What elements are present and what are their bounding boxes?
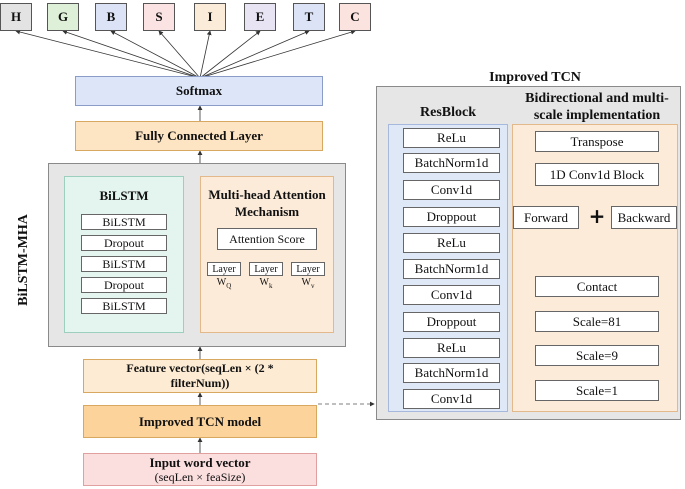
sum-plus-symbol: + [588,204,606,228]
output-label-0: H [0,3,32,31]
mha-layer-0: Layer [207,262,241,276]
output-label-6: T [293,3,325,31]
mha-title-line1: Multi-head Attention [208,186,326,202]
resblock-layer-3: Droppout [403,207,500,227]
improved-tcn-model-box: Improved TCN model [83,405,317,438]
bilstm-title: BiLSTM [99,188,149,203]
mha-layer-1: Layer [249,262,283,276]
bilstm-mha-side-label: BiLSTM-MHA [16,214,31,306]
output-label-1: G [47,3,79,31]
resblock-layer-6: Conv1d [403,285,500,305]
bidir-title-line2: scale implementation [533,108,661,123]
bilstm-layer-1: Dropout [81,235,167,251]
bilstm-layer-2: BiLSTM [81,256,167,272]
output-label-5: E [244,3,276,31]
bidir-title-line1: Bidirectional and multi- [525,91,669,106]
resblock-layer-10: Conv1d [403,389,500,409]
output-label-3: S [143,3,175,31]
bilstm-layer-0: BiLSTM [81,214,167,230]
resblock-layer-9: BatchNorm1d [403,363,500,383]
fan-out-lines [15,29,356,79]
scale-box-2: Scale=1 [535,380,659,401]
mha-weight-1: Wk [259,277,273,290]
attention-score-box: Attention Score [217,228,317,250]
mha-layer-2: Layer [291,262,325,276]
resblock-layer-0: ReLu [403,128,500,148]
softmax-box: Softmax [75,76,323,106]
output-label-4: I [194,3,226,31]
improved-tcn-title: Improved TCN [489,70,581,85]
scale-box-1: Scale=9 [535,345,659,366]
resblock-layer-1: BatchNorm1d [403,153,500,173]
transpose-box: Transpose [535,131,659,152]
mha-panel [200,176,334,333]
contact-box: Contact [535,276,659,297]
bilstm-layer-3: Dropout [81,277,167,293]
backward-box: Backward [611,206,677,229]
resblock-layer-4: ReLu [403,233,500,253]
output-label-7: C [339,3,371,31]
mha-weight-2: Wv [301,277,315,290]
feature-vector-box: Feature vector(seqLen × (2 * filterNum)) [83,359,317,393]
fully-connected-layer-box: Fully Connected Layer [75,121,323,151]
resblock-layer-2: Conv1d [403,180,500,200]
resblock-layer-7: Droppout [403,312,500,332]
forward-box: Forward [513,206,579,229]
scale-box-0: Scale=81 [535,311,659,332]
resblock-title: ResBlock [420,105,476,120]
conv1d-block-box: 1D Conv1d Block [535,163,659,186]
mha-weight-0: WQ [216,277,232,290]
bilstm-layer-4: BiLSTM [81,298,167,314]
output-label-2: B [95,3,127,31]
resblock-layer-5: BatchNorm1d [403,259,500,279]
input-word-vector-box: Input word vector (seqLen × feaSize) [83,453,317,486]
mha-title-line2: Mechanism [234,203,300,219]
resblock-layer-8: ReLu [403,338,500,358]
